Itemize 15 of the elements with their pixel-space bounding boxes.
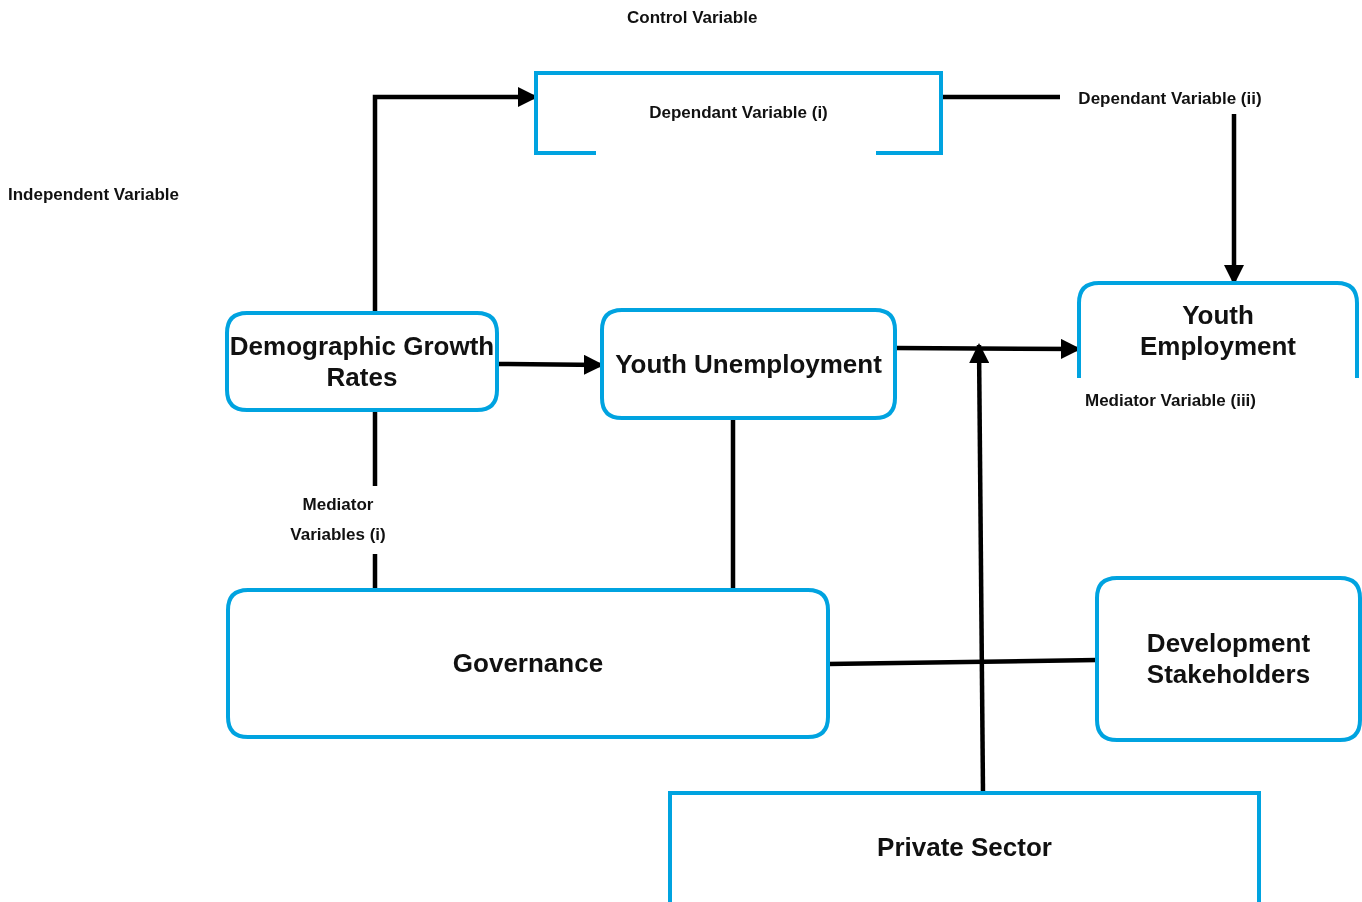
variable-label: Dependant Variable (ii) [1060, 84, 1280, 114]
process-box: Private Sector [670, 793, 1259, 902]
variable-box: Dependant Variable (i) [536, 73, 941, 153]
process-box: Youth Employment [1079, 283, 1357, 378]
variable-label: Mediator Variable (iii) [1085, 391, 1256, 411]
arrow [969, 343, 990, 793]
connector-line [827, 657, 1098, 667]
process-box: Youth Unemployment [602, 310, 895, 418]
connector-line [730, 418, 736, 590]
process-box: Governance [228, 590, 828, 737]
process-box: Development Stakeholders [1097, 578, 1360, 740]
variable-label: Control Variable [627, 8, 758, 28]
variable-label: Independent Variable [8, 185, 179, 205]
process-box: Demographic Growth Rates [227, 313, 497, 410]
connector-line [941, 94, 1060, 100]
